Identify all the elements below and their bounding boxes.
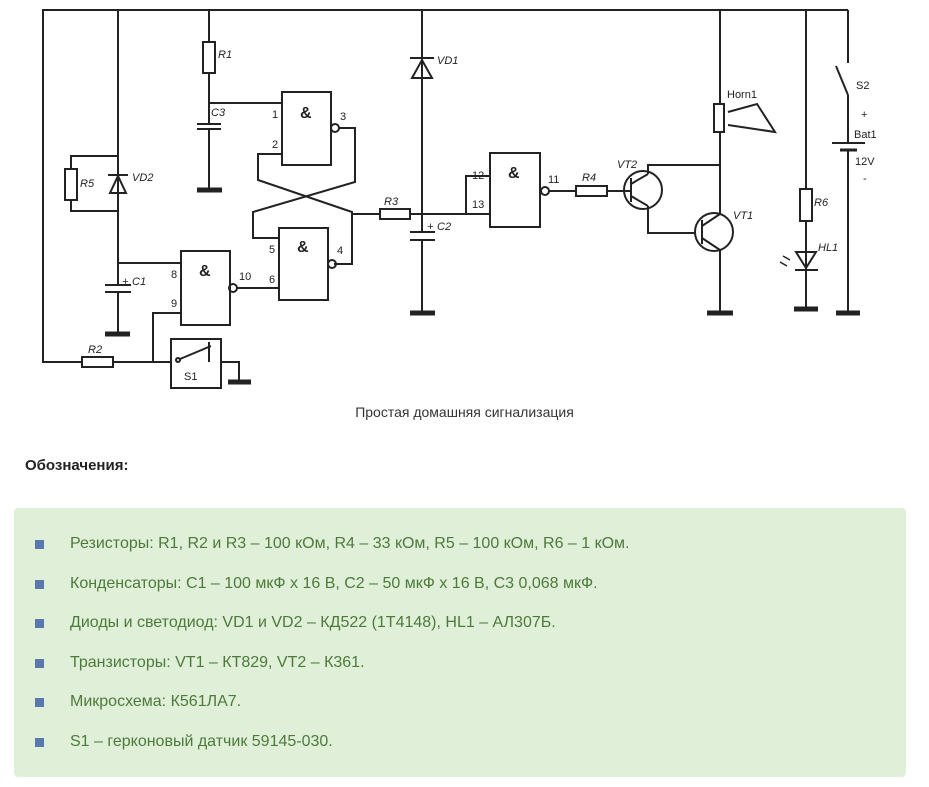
label-r1: R1	[218, 49, 232, 61]
pin-6: 6	[269, 274, 275, 286]
legend-title: Обозначения:	[25, 457, 129, 474]
list-item: Микросхема: К561ЛА7.	[14, 692, 629, 732]
pin-11: 11	[548, 174, 559, 186]
gate2-symbol: &	[297, 239, 309, 256]
horn-symbol	[713, 102, 778, 134]
pin-8: 8	[171, 269, 177, 281]
pin-5: 5	[269, 244, 275, 256]
battery-symbol	[832, 142, 865, 152]
list-item: Резисторы: R1, R2 и R3 – 100 кОм, R4 – 3…	[14, 534, 629, 574]
label-c1-plus: +	[122, 276, 129, 288]
label-c2: C2	[437, 221, 451, 233]
label-vd2: VD2	[132, 172, 153, 184]
square-bullet-icon	[35, 540, 44, 549]
gate4-symbol: &	[508, 165, 520, 182]
list-item: S1 – герконовый датчик 59145-030.	[14, 732, 629, 772]
pin-1: 1	[272, 109, 278, 121]
list-item: Конденсаторы: С1 – 100 мкФ х 16 В, С2 – …	[14, 574, 629, 614]
label-c2-plus: +	[427, 221, 434, 233]
label-s2: S2	[856, 80, 869, 92]
nand-gates	[180, 91, 550, 326]
gate3-symbol: &	[199, 263, 211, 280]
list-item: Диоды и светодиод: VD1 и VD2 – КД522 (1Т…	[14, 613, 629, 653]
label-c1: C1	[132, 276, 146, 288]
list-item-text: Диоды и светодиод: VD1 и VD2 – КД522 (1Т…	[70, 614, 556, 631]
list-item-text: Транзисторы: VT1 – КТ829, VT2 – К361.	[70, 653, 365, 671]
label-vt2: VT2	[617, 159, 637, 171]
label-hl1: HL1	[818, 242, 838, 254]
label-r4: R4	[582, 172, 596, 184]
label-voltage: 12V	[855, 156, 875, 168]
list-item-text: S1 – герконовый датчик 59145-030.	[70, 732, 333, 750]
pin-9: 9	[171, 298, 177, 310]
square-bullet-icon	[35, 619, 44, 628]
resistors	[64, 41, 813, 368]
gate1-symbol: &	[300, 105, 312, 122]
list-item-text: Конденсаторы: С1 – 100 мкФ х 16 В, С2 – …	[70, 574, 598, 592]
square-bullet-icon	[35, 579, 44, 589]
pin-2: 2	[272, 139, 278, 151]
label-r3: R3	[384, 196, 399, 208]
label-c3: C3	[211, 107, 226, 119]
ground-symbols	[105, 187, 860, 385]
label-bat1: Bat1	[854, 129, 877, 141]
pin-3: 3	[340, 111, 346, 123]
list-item-text: Резисторы: R1, R2 и R3 – 100 кОм, R4 – 3…	[70, 535, 630, 552]
pin-12: 12	[472, 170, 484, 182]
list-item-text: Микросхема: К561ЛА7.	[70, 693, 242, 710]
pin-4: 4	[337, 245, 343, 257]
label-bat-plus: +	[861, 109, 867, 121]
square-bullet-icon	[35, 698, 44, 707]
components-list: Резисторы: R1, R2 и R3 – 100 кОм, R4 – 3…	[14, 534, 629, 771]
pin-13: 13	[472, 199, 484, 211]
label-horn1: Horn1	[727, 89, 757, 101]
transistors	[623, 170, 734, 252]
label-vt1: VT1	[733, 210, 753, 222]
diodes	[108, 57, 818, 271]
switch-s1	[170, 338, 222, 389]
components-list-box: Резисторы: R1, R2 и R3 – 100 кОм, R4 – 3…	[14, 508, 906, 777]
label-bat-minus: -	[863, 173, 867, 185]
capacitors	[105, 123, 435, 293]
label-s1: S1	[184, 371, 197, 383]
list-item: Транзисторы: VT1 – КТ829, VT2 – К361.	[14, 653, 629, 693]
figure-caption: Простая домашняя сигнализация	[355, 404, 574, 420]
square-bullet-icon	[35, 658, 44, 668]
wires	[42, 9, 849, 380]
square-bullet-icon	[35, 737, 44, 747]
label-r2: R2	[88, 344, 102, 356]
label-vd1: VD1	[437, 55, 458, 67]
label-r6: R6	[814, 197, 829, 209]
circuit-schematic: R1 C3 R5 VD2 + C1 R2 S1 VD1 R3 + C2 R4 V…	[42, 9, 877, 389]
label-r5: R5	[80, 178, 95, 190]
pin-10: 10	[239, 271, 251, 283]
